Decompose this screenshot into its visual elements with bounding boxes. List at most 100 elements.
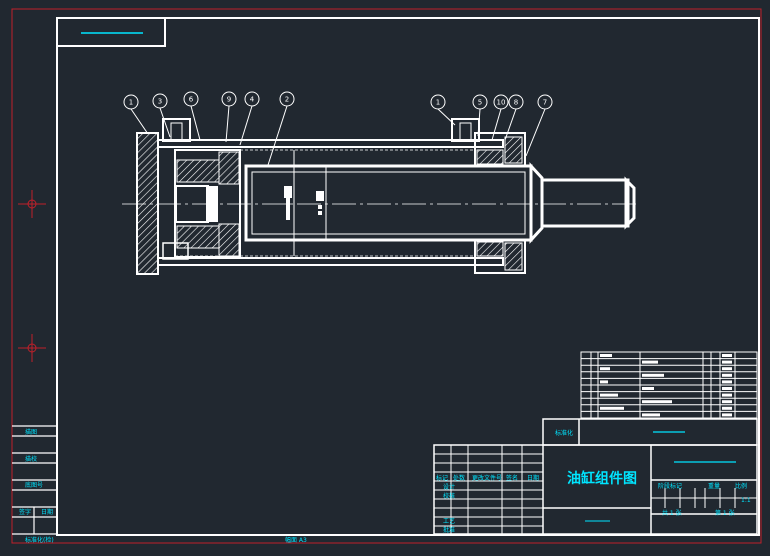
- rear-port-top: [162, 118, 191, 142]
- balloon-4: 4: [239, 91, 260, 146]
- tb-sheet-no: 第 1 张: [715, 509, 735, 517]
- parts-list-entry: [642, 387, 654, 390]
- tb-header-count: 处数: [453, 474, 465, 482]
- rod-pin-b: [316, 191, 324, 201]
- parts-list-entry: [722, 360, 732, 364]
- front-port-bore: [459, 122, 472, 142]
- parts-list-entry: [722, 393, 732, 397]
- balloon-number: 9: [227, 96, 231, 104]
- balloon-9: 9: [221, 91, 237, 143]
- tb-header-date: 日期: [527, 474, 539, 482]
- drawing-number-box: [56, 17, 166, 47]
- rear-end-cap: [136, 132, 159, 275]
- parts-list-entry: [642, 360, 658, 364]
- parts-list-entry: [600, 380, 608, 384]
- parts-list-entry: [642, 413, 660, 417]
- parts-list-entry: [722, 400, 732, 404]
- alignment-mark-top: [18, 190, 46, 218]
- balloon-number: 6: [189, 96, 194, 104]
- barrel-bottom-wall: [157, 257, 504, 266]
- balloon-number: 1: [436, 99, 440, 107]
- scale-value: 1:1: [741, 497, 751, 504]
- piston-nut-core: [206, 186, 218, 222]
- drawing-frame: [56, 17, 760, 536]
- tb-scale-label: 比例: [735, 482, 747, 490]
- front-gland-bottom: [474, 239, 526, 274]
- front-gland-bottom-hatch: [504, 242, 523, 271]
- balloon-10: 10: [491, 94, 509, 141]
- strip-label-trace: 描图: [25, 428, 37, 436]
- rod-pin-b-stem: [318, 205, 322, 209]
- left-revision-strip: [12, 425, 57, 535]
- parts-list-entry: [722, 380, 732, 384]
- rod-chamfer: [529, 162, 544, 244]
- front-gland-top-hatch: [504, 136, 523, 164]
- sheet-trim-border: [11, 8, 762, 544]
- balloon-number: 5: [478, 99, 482, 107]
- bottom-standard-check: 标准化(检): [25, 536, 54, 544]
- front-gland-top-seal: [476, 149, 504, 165]
- parts-list-entry: [600, 367, 610, 371]
- rod-pin-a: [284, 186, 292, 198]
- title-block-grid: [434, 445, 757, 534]
- tb-check-label: 校核: [443, 492, 455, 500]
- parts-list-entry: [722, 373, 732, 377]
- parts-list-entry: [722, 387, 732, 390]
- parts-list-entry: [642, 373, 664, 377]
- rod-pin-b-stem2: [318, 211, 322, 215]
- tb-top-tab-label: 标准化: [555, 429, 573, 437]
- balloon-callouts: 1 3 6 9 4 2 1 5 10 8 7: [123, 91, 553, 166]
- front-gland-bottom-seal: [476, 241, 504, 257]
- parts-list-entry: [642, 400, 672, 404]
- balloon-number: 3: [158, 98, 162, 106]
- piston-hatch-upper: [176, 159, 220, 183]
- parts-list-entry: [722, 406, 732, 410]
- balloon-number: 7: [543, 99, 547, 107]
- balloon-number: 8: [514, 99, 518, 107]
- balloon-number: 10: [497, 99, 506, 107]
- parts-list-entry: [600, 393, 618, 397]
- balloon-number: 1: [129, 99, 133, 107]
- rear-port-top-bore: [170, 122, 183, 142]
- parts-list-entry: [722, 413, 732, 417]
- balloon-2: 2: [267, 91, 295, 166]
- strip-label-trace-check: 描校: [25, 455, 37, 463]
- rod-inner: [251, 171, 526, 235]
- tb-stage-label: 阶段标记: [658, 482, 682, 490]
- tb-process-label: 工艺: [443, 517, 455, 525]
- balloon-1: 1: [430, 94, 456, 126]
- tb-header-mark: 标记: [436, 474, 448, 482]
- piston-hatch-lower: [176, 225, 220, 249]
- balloon-7: 7: [525, 94, 553, 157]
- strip-label-sign: 签字: [19, 508, 31, 516]
- balloon-8: 8: [504, 94, 524, 141]
- piston-seal-top: [218, 151, 240, 185]
- rod-end: [540, 178, 630, 228]
- tb-sheet-total: 共 1 张: [662, 509, 682, 517]
- drawing-title: 油缸组件图: [567, 470, 637, 487]
- piston-seal-bottom: [218, 223, 240, 257]
- balloon-1: 1: [123, 94, 149, 135]
- strip-label-date: 日期: [41, 508, 53, 516]
- tb-approve-label: 批准: [443, 526, 455, 534]
- rod-pin-a-stem: [286, 198, 290, 220]
- balloon-number: 4: [250, 96, 255, 104]
- strip-label-base-no: 底图号: [25, 481, 43, 489]
- balloon-number: 2: [285, 96, 289, 104]
- parts-list-entry: [722, 354, 732, 357]
- tb-design-label: 设计: [443, 483, 455, 491]
- front-gland-top: [474, 132, 526, 167]
- rod-end-chamfer: [624, 176, 636, 230]
- barrel-top-wall: [157, 139, 504, 148]
- tb-weight-label: 重量: [708, 482, 720, 490]
- tb-header-sign: 签名: [506, 474, 518, 482]
- balloon-5: 5: [472, 94, 488, 137]
- parts-list-entry: [600, 406, 624, 410]
- parts-list-table: [580, 351, 758, 419]
- alignment-mark-bottom: [18, 334, 46, 362]
- balloon-3: 3: [152, 93, 171, 138]
- parts-list-entry: [600, 354, 612, 357]
- bottom-sheet-size: 幅面 A3: [285, 536, 307, 544]
- tb-header-change-no: 更改文件号: [472, 474, 502, 482]
